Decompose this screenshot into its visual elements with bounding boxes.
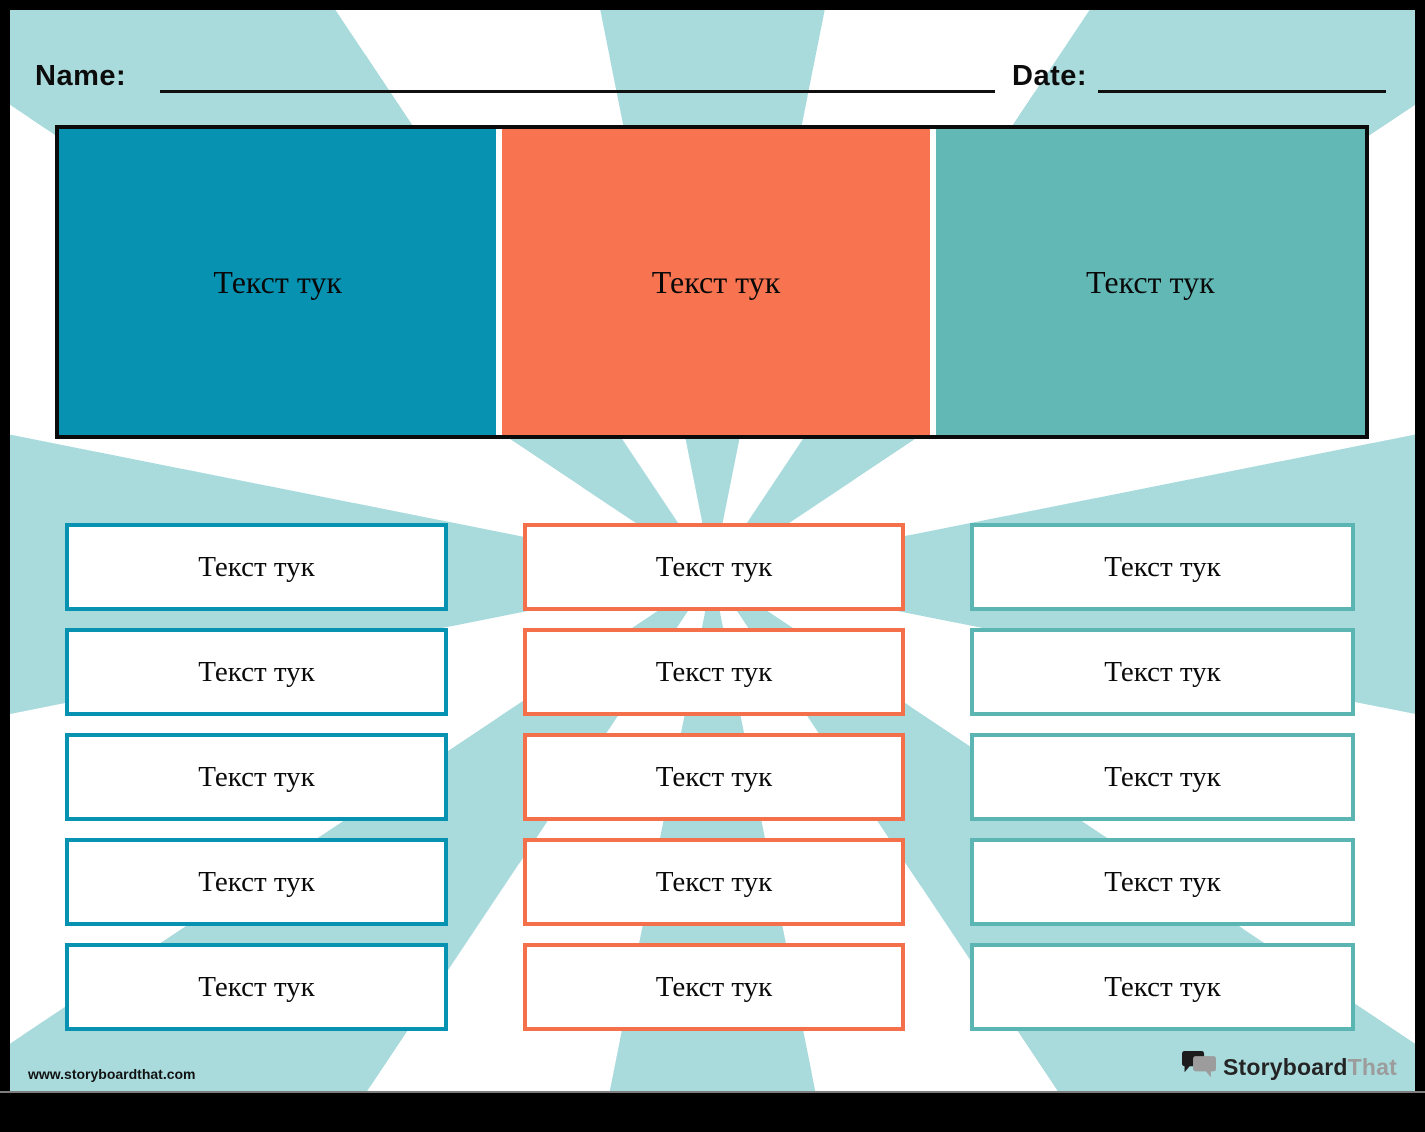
date-label: Date: xyxy=(1012,60,1088,92)
column-right: Текст тук Текст тук Текст тук Текст тук … xyxy=(970,523,1355,1031)
column-left: Текст тук Текст тук Текст тук Текст тук … xyxy=(65,523,448,1031)
text-box[interactable]: Текст тук xyxy=(65,943,448,1031)
name-writing-line xyxy=(160,90,995,93)
storyboardthat-logo: StoryboardThat xyxy=(1181,1050,1397,1085)
website-url: www.storyboardthat.com xyxy=(28,1066,196,1082)
title-block-orange[interactable]: Текст тук xyxy=(502,129,930,435)
text-box[interactable]: Текст тук xyxy=(523,943,905,1031)
logo-text-that: That xyxy=(1347,1054,1397,1080)
text-box[interactable]: Текст тук xyxy=(523,523,905,611)
text-box[interactable]: Текст тук xyxy=(970,628,1355,716)
text-box[interactable]: Текст тук xyxy=(523,838,905,926)
title-strip: Текст тук Текст тук Текст тук xyxy=(55,125,1369,439)
text-box[interactable]: Текст тук xyxy=(65,838,448,926)
name-label: Name: xyxy=(35,60,127,92)
text-box[interactable]: Текст тук xyxy=(970,943,1355,1031)
text-box[interactable]: Текст тук xyxy=(65,523,448,611)
text-box[interactable]: Текст тук xyxy=(523,628,905,716)
text-box[interactable]: Текст тук xyxy=(65,733,448,821)
title-block-teal[interactable]: Текст тук xyxy=(935,129,1366,435)
logo-text: StoryboardThat xyxy=(1223,1054,1397,1081)
logo-text-storyboard: Storyboard xyxy=(1222,1054,1348,1080)
title-block-blue[interactable]: Текст тук xyxy=(59,129,497,435)
text-box[interactable]: Текст тук xyxy=(970,838,1355,926)
text-box[interactable]: Текст тук xyxy=(970,733,1355,821)
column-middle: Текст тук Текст тук Текст тук Текст тук … xyxy=(523,523,905,1031)
worksheet-canvas: Name: Date: Текст тук Текст тук Текст ту… xyxy=(10,10,1415,1091)
text-box[interactable]: Текст тук xyxy=(65,628,448,716)
date-writing-line xyxy=(1098,90,1386,93)
text-box[interactable]: Текст тук xyxy=(970,523,1355,611)
bottom-border-bar xyxy=(0,1091,1425,1132)
text-box[interactable]: Текст тук xyxy=(523,733,905,821)
speech-bubbles-icon xyxy=(1181,1050,1216,1085)
